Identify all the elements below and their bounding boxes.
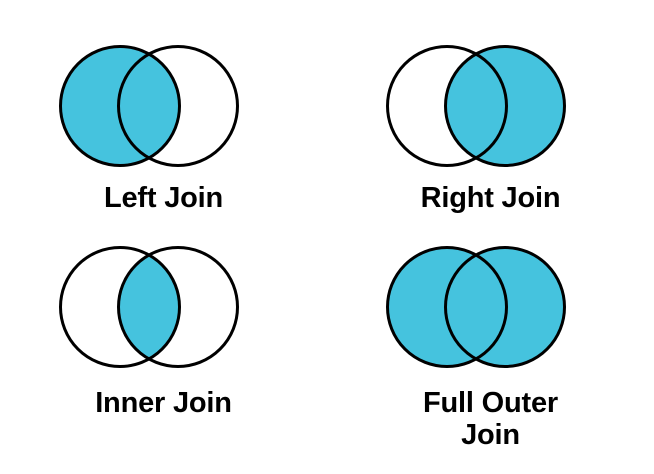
right-circle-outline <box>116 246 239 368</box>
left-circle-outline <box>385 45 508 167</box>
left-circle-outline <box>385 246 508 368</box>
venn-figure-inner-join <box>58 241 269 373</box>
venn-svg-right-join <box>385 45 566 167</box>
left-circle-outline <box>58 45 181 167</box>
right-circle-outline <box>443 45 566 167</box>
venn-panel-full-outer-join: Full Outer Join <box>327 232 654 474</box>
venn-svg-left-join <box>58 45 239 167</box>
venn-figure-left-join <box>58 40 269 172</box>
venn-label-inner-join: Inner Join <box>95 387 232 419</box>
venn-label-right-join: Right Join <box>420 182 561 214</box>
venn-figure-full-outer-join <box>385 241 596 373</box>
left-circle-outline <box>58 246 181 368</box>
right-circle-outline <box>116 45 239 167</box>
venn-figure-right-join <box>385 40 596 172</box>
venn-panel-left-join: Left Join <box>0 0 327 232</box>
venn-label-left-join: Left Join <box>103 182 224 214</box>
venn-svg-full-outer-join <box>385 246 566 368</box>
right-circle-outline <box>443 246 566 368</box>
venn-svg-inner-join <box>58 246 239 368</box>
venn-panel-inner-join: Inner Join <box>0 232 327 474</box>
venn-panel-right-join: Right Join <box>327 0 654 232</box>
venn-label-full-outer-join: Full Outer Join <box>423 387 558 452</box>
